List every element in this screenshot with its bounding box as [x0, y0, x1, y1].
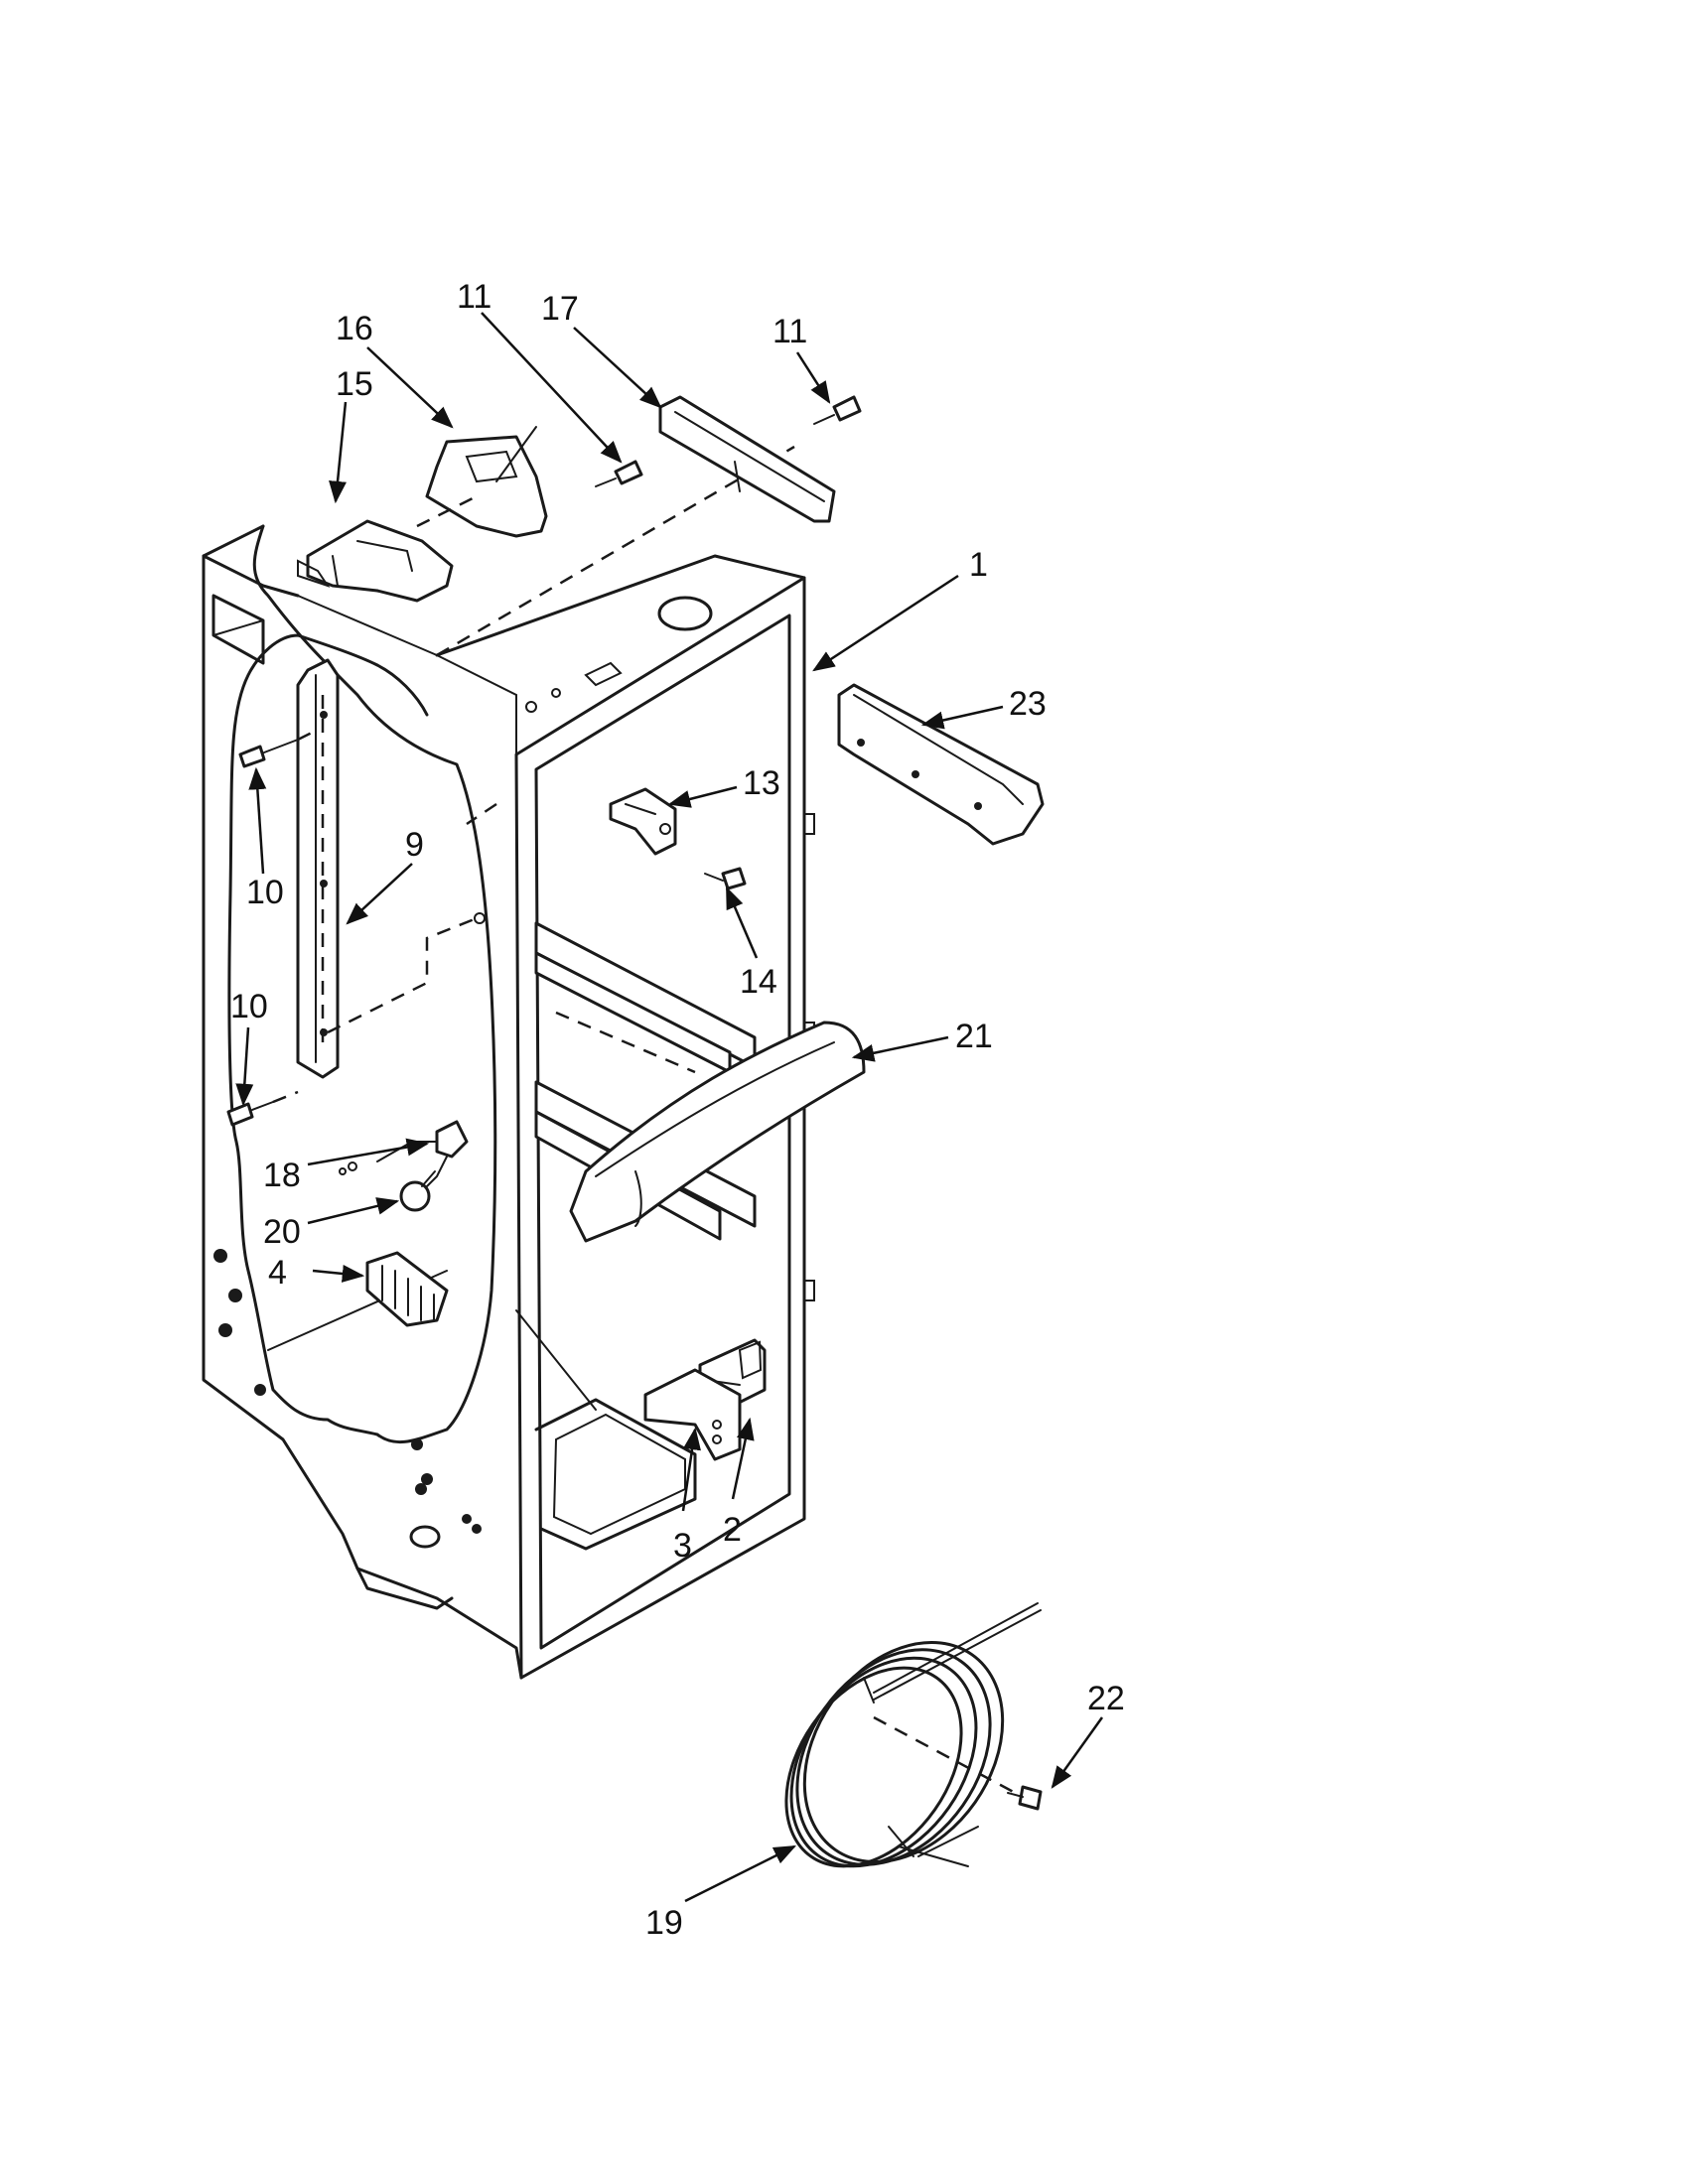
- part-9-rail: [296, 658, 486, 1079]
- callout-1: 1: [969, 546, 988, 584]
- cabinet-liner: [202, 445, 815, 1680]
- callout-11-right: 11: [772, 313, 807, 350]
- part-4-grille: [365, 1251, 449, 1327]
- callout-10-lower: 10: [230, 988, 268, 1025]
- part-16-bracket: [416, 426, 548, 538]
- callout-4: 4: [268, 1254, 287, 1292]
- part-17-rail: [658, 395, 836, 523]
- screw-11-left: [595, 460, 643, 487]
- callout-11-left: 11: [457, 278, 491, 316]
- callout-15: 15: [336, 365, 373, 403]
- callout-21: 21: [955, 1018, 993, 1055]
- screw-10-upper: [238, 728, 319, 768]
- callout-22: 22: [1087, 1680, 1125, 1717]
- callout-23: 23: [1009, 685, 1047, 723]
- part-13-bracket: [609, 787, 677, 856]
- screw-14: [704, 867, 747, 890]
- screw-22: [1007, 1785, 1043, 1811]
- part-19-tubing: [784, 1602, 1042, 1868]
- callout-9: 9: [405, 826, 424, 864]
- part-18-socket: [339, 1120, 469, 1187]
- callout-labels: 11 17 11 16 15 1 23 13 10 9 14 10 21 18 …: [230, 278, 1125, 1942]
- callout-2: 2: [723, 1511, 742, 1549]
- screw-11-right: [813, 395, 862, 425]
- leader-lines: [235, 312, 1104, 1903]
- callout-17: 17: [541, 290, 579, 328]
- screw-10-lower: [226, 1090, 299, 1127]
- callout-3: 3: [673, 1527, 692, 1565]
- callout-14: 14: [740, 963, 777, 1001]
- callout-18: 18: [263, 1157, 301, 1194]
- callout-13: 13: [743, 764, 780, 802]
- callout-10-upper: 10: [246, 874, 284, 911]
- part-15-housing: [297, 519, 454, 603]
- part-20-bulb: [399, 1170, 436, 1212]
- callout-16: 16: [336, 310, 373, 347]
- callout-20: 20: [263, 1213, 301, 1251]
- callout-19: 19: [645, 1904, 683, 1942]
- part-3-bracket: [643, 1368, 742, 1461]
- part-23-cover: [837, 683, 1045, 846]
